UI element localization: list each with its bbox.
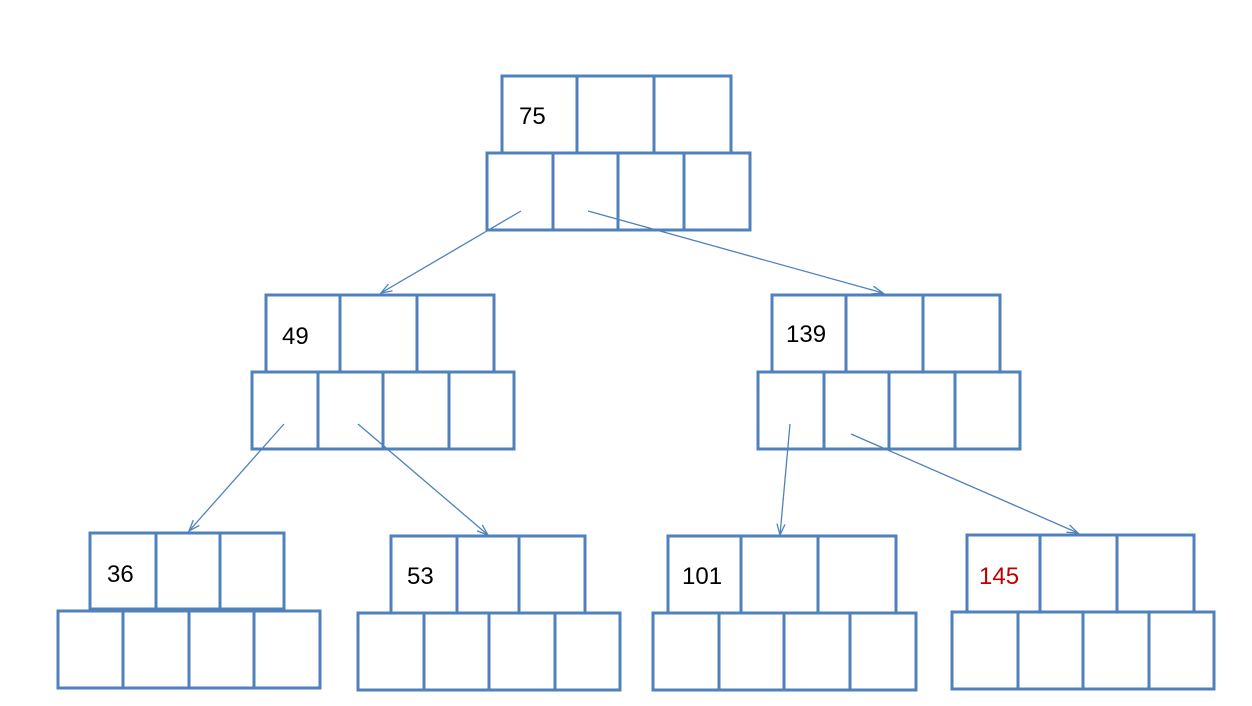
- pointer-cell-2: [717, 611, 786, 692]
- pointer-row: [756, 370, 1022, 451]
- node-leaf-3: 101: [651, 534, 918, 692]
- pointer-row: [250, 370, 516, 451]
- pointer-cell-2: [822, 370, 891, 451]
- pointer-cell-1: [485, 151, 555, 232]
- key-cell-2: [1038, 533, 1119, 614]
- pointer-cell-1: [756, 370, 826, 451]
- key-cell-3: [921, 293, 1002, 374]
- pointer-cell-4: [848, 611, 918, 692]
- pointer-cell-4: [252, 609, 322, 690]
- key-cell-3: [1115, 533, 1196, 614]
- node-root: 75: [485, 74, 752, 232]
- node-key: 53: [407, 563, 434, 590]
- key-cell-2: [338, 293, 419, 374]
- key-cell-3: [816, 534, 898, 615]
- key-cell-3: [652, 74, 733, 155]
- pointer-cell-1: [950, 610, 1020, 691]
- pointer-row: [950, 610, 1216, 691]
- pointer-cell-2: [121, 609, 191, 690]
- node-leaf-2: 53: [356, 534, 622, 692]
- pointer-cell-1: [651, 611, 721, 692]
- node-key: 101: [682, 563, 722, 590]
- node-leaf-4: 145: [950, 533, 1216, 691]
- node-leaf-1: 36: [56, 531, 322, 690]
- arrow-root-to-49: [379, 210, 522, 294]
- pointer-cell-2: [551, 151, 620, 232]
- key-cell-2: [154, 531, 222, 611]
- arrow-139-to-145: [850, 433, 1080, 534]
- key-cell-3: [415, 293, 496, 374]
- arrow-139-to-101: [776, 423, 791, 537]
- arrow-49-to-36: [187, 423, 285, 533]
- key-cell-2: [844, 293, 925, 374]
- key-row: [264, 293, 496, 374]
- pointer-cell-3: [487, 611, 557, 692]
- key-cell-3: [218, 531, 286, 611]
- pointer-cell-4: [682, 151, 752, 232]
- node-key: 36: [107, 561, 134, 588]
- node-l1-left: 49: [250, 293, 516, 451]
- pointer-cell-3: [187, 609, 256, 690]
- key-cell-2: [455, 534, 521, 615]
- pointer-cell-3: [1081, 610, 1151, 691]
- pointer-cell-4: [953, 370, 1022, 451]
- key-cell-2: [739, 534, 820, 615]
- pointer-cell-3: [381, 370, 451, 451]
- key-cell-1: [770, 293, 848, 374]
- key-cell-1: [389, 534, 459, 615]
- node-key: 49: [282, 323, 309, 350]
- key-row: [965, 533, 1196, 614]
- key-row: [88, 531, 286, 611]
- pointer-row: [56, 609, 322, 690]
- pointer-cell-3: [616, 151, 686, 232]
- key-cell-1: [666, 534, 743, 615]
- key-cell-3: [517, 534, 587, 615]
- arrow-root-to-139: [587, 210, 885, 295]
- pointer-cell-1: [56, 609, 125, 690]
- pointer-cell-4: [1147, 610, 1216, 691]
- key-cell-1: [965, 533, 1042, 614]
- pointer-row: [485, 151, 752, 232]
- pointer-cell-4: [447, 370, 516, 451]
- node-key: 139: [786, 321, 826, 348]
- pointer-row: [651, 611, 918, 692]
- key-cell-2: [575, 74, 656, 155]
- node-key: 75: [519, 103, 546, 130]
- node-key: 145: [979, 563, 1019, 590]
- pointer-cell-3: [782, 611, 852, 692]
- pointer-cell-1: [250, 370, 320, 451]
- pointer-cell-1: [356, 611, 426, 692]
- arrow-49-to-53: [357, 423, 490, 537]
- pointer-cell-2: [422, 611, 491, 692]
- key-row: [389, 534, 587, 615]
- pointer-cell-4: [553, 611, 622, 692]
- key-row: [666, 534, 898, 615]
- pointer-cell-3: [887, 370, 957, 451]
- key-row: [500, 74, 733, 155]
- edges: [187, 210, 1080, 537]
- node-l1-right: 139: [756, 293, 1022, 451]
- pointer-row: [356, 611, 622, 692]
- pointer-cell-2: [1016, 610, 1085, 691]
